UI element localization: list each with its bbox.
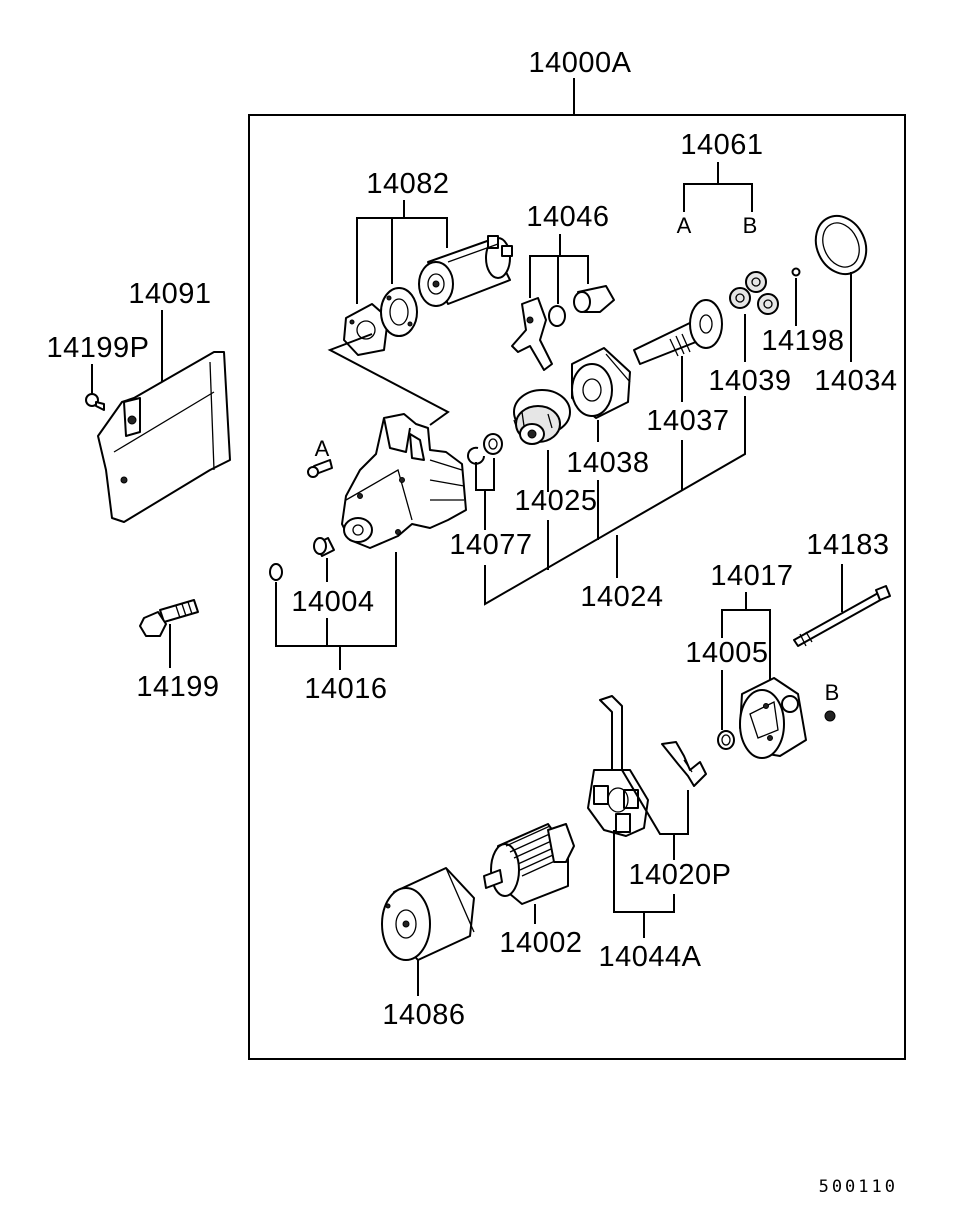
label-14183[interactable]: 14183 <box>806 529 889 561</box>
pinion-gear-set-part[interactable] <box>729 271 779 315</box>
label-14038[interactable]: 14038 <box>566 447 649 479</box>
label-14000A[interactable]: 14000A <box>529 47 632 79</box>
label-14016[interactable]: 14016 <box>304 673 387 705</box>
leader-14024 <box>484 396 746 606</box>
label-14198[interactable]: 14198 <box>761 325 844 357</box>
packing-ring-part[interactable] <box>380 287 418 337</box>
o-ring-small-part[interactable] <box>269 563 283 581</box>
label-14199[interactable]: 14199 <box>136 671 219 703</box>
brush-spring-part[interactable] <box>661 741 707 787</box>
solenoid-switch-part[interactable] <box>418 235 513 307</box>
label-14005[interactable]: 14005 <box>685 637 768 669</box>
plunger-part[interactable] <box>573 285 615 313</box>
ref-b[interactable]: B <box>825 680 840 705</box>
label-14046[interactable]: 14046 <box>526 201 609 233</box>
figure-code: 500110 <box>819 1177 898 1197</box>
screw-a-part[interactable] <box>307 459 333 478</box>
ball-14198-part[interactable] <box>791 267 801 277</box>
label-14017[interactable]: 14017 <box>710 560 793 592</box>
label-14002[interactable]: 14002 <box>499 927 582 959</box>
label-14077[interactable]: 14077 <box>449 529 532 561</box>
bushing-14004-part[interactable] <box>313 537 335 557</box>
label-14020P[interactable]: 14020P <box>629 859 732 891</box>
bolt-14199P-part[interactable] <box>85 393 105 411</box>
packing-ring-14034-part[interactable] <box>807 208 876 283</box>
drive-lever-part[interactable] <box>511 297 553 371</box>
label-14199P[interactable]: 14199P <box>47 332 150 364</box>
label-14091[interactable]: 14091 <box>128 278 211 310</box>
leader-14082 <box>356 217 448 304</box>
label-14061-a[interactable]: A <box>677 213 692 238</box>
yoke-14086-part[interactable] <box>381 867 475 961</box>
clutch-14025-part[interactable] <box>513 389 571 445</box>
label-14034[interactable]: 14034 <box>814 365 897 397</box>
front-housing-part[interactable] <box>341 413 467 549</box>
armature-14002-part[interactable] <box>483 823 575 905</box>
label-14044A[interactable]: 14044A <box>599 941 702 973</box>
assembly-frame <box>248 114 906 1060</box>
label-14025[interactable]: 14025 <box>514 485 597 517</box>
through-bolt-14183-part[interactable] <box>793 585 891 647</box>
gasket-plate-part[interactable] <box>343 303 389 356</box>
spring-seat-part[interactable] <box>548 305 566 327</box>
screw-b-part[interactable] <box>824 710 836 722</box>
label-14024[interactable]: 14024 <box>580 581 663 613</box>
snap-ring-part[interactable] <box>467 446 485 465</box>
brush-holder-part[interactable] <box>587 769 649 837</box>
label-14039[interactable]: 14039 <box>708 365 791 397</box>
label-14004[interactable]: 14004 <box>291 586 374 618</box>
bushing-14005-part[interactable] <box>717 730 735 750</box>
label-14037[interactable]: 14037 <box>646 405 729 437</box>
leader-14061 <box>683 183 753 212</box>
internal-gear-14038-part[interactable] <box>571 347 631 419</box>
label-14082[interactable]: 14082 <box>366 168 449 200</box>
bolt-14199-part[interactable] <box>139 599 199 637</box>
label-14086[interactable]: 14086 <box>382 999 465 1031</box>
stop-ring-part[interactable] <box>483 433 503 455</box>
leader-plate-housing <box>327 333 450 426</box>
ref-a[interactable]: A <box>315 436 330 461</box>
label-14061[interactable]: 14061 <box>680 129 763 161</box>
leader-14016 <box>275 552 397 647</box>
rear-bracket-14017-part[interactable] <box>739 677 807 759</box>
shaft-14037-part[interactable] <box>633 299 723 365</box>
heat-protector-cover-part[interactable] <box>97 351 231 523</box>
label-14061-b[interactable]: B <box>743 213 758 238</box>
